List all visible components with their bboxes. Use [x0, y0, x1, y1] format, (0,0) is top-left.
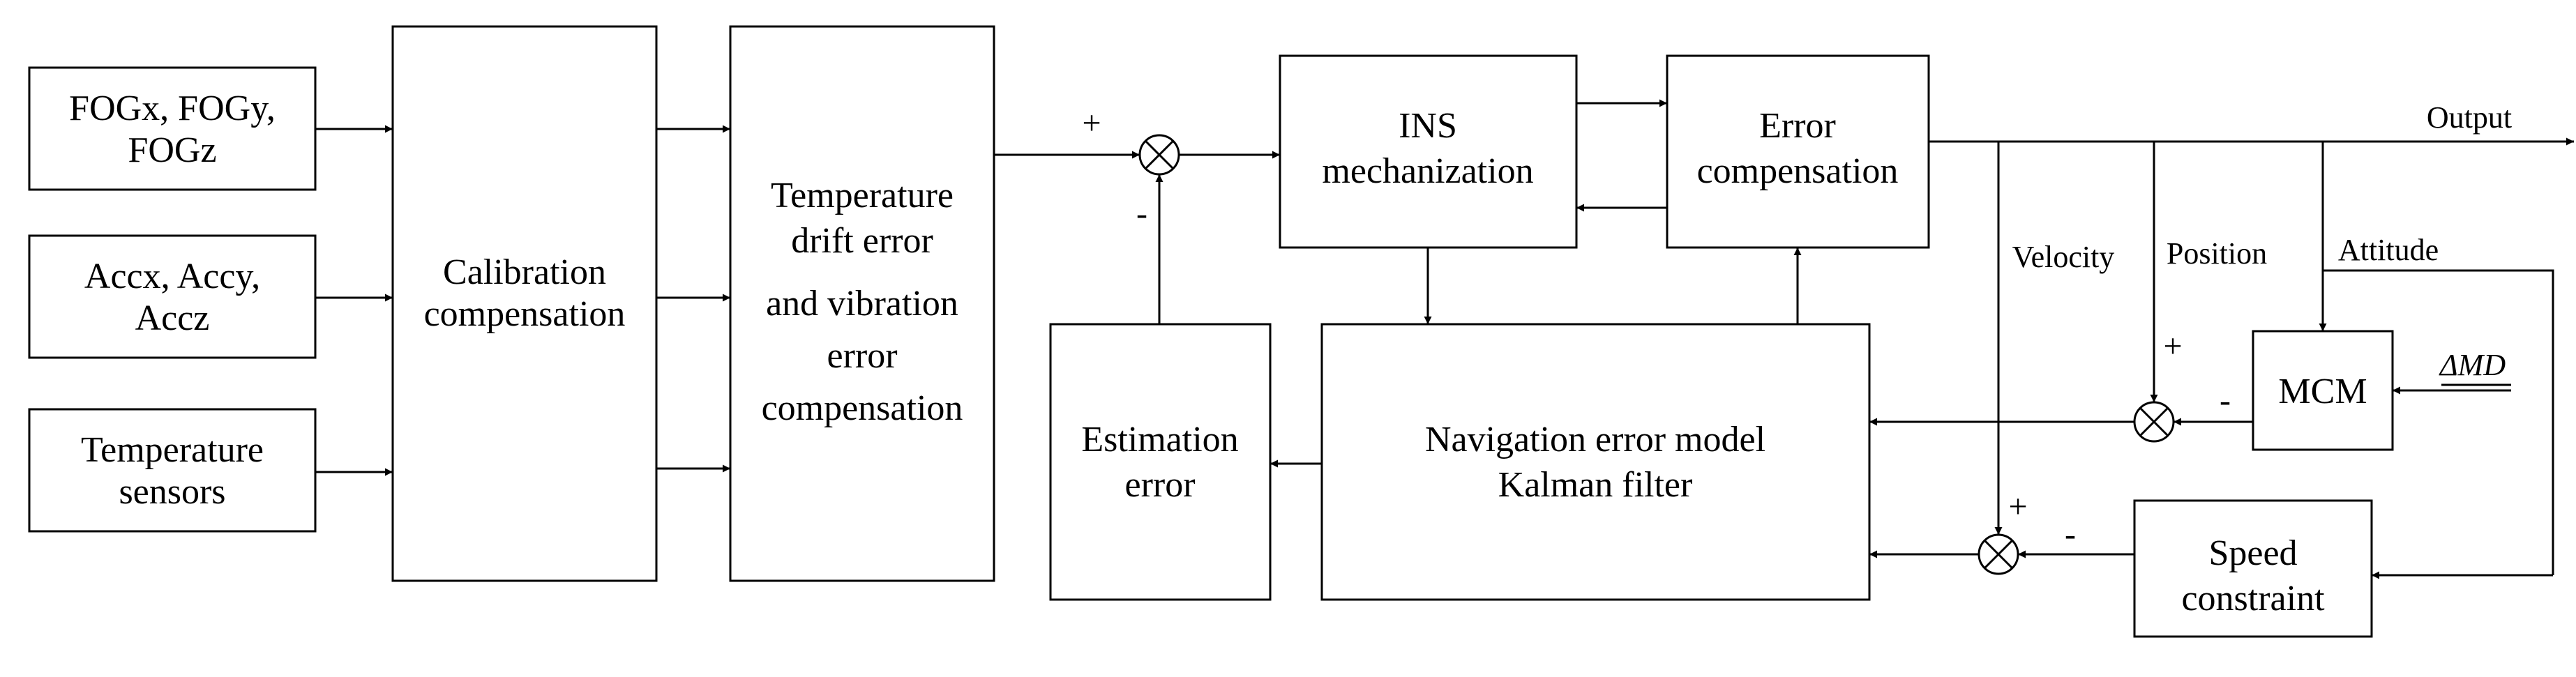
minus-sign-position: - [2220, 382, 2231, 419]
plus-sign-position: + [2163, 328, 2182, 365]
attitude-branch-line [2323, 269, 2554, 575]
temp-drift-line5: compensation [762, 388, 963, 428]
error-comp-line1: Error [1759, 106, 1836, 146]
kalman-line2: Kalman filter [1498, 465, 1693, 505]
kalman-filter-block: Navigation error model Kalman filter [1320, 323, 1871, 601]
delta-md-label: ΔMD [2439, 348, 2506, 382]
summing-junction-velocity [1978, 533, 2019, 575]
summing-junction-top [1138, 134, 1180, 176]
plus-sign-velocity: + [2008, 488, 2027, 525]
fog-label-line1: FOGx, FOGy, [69, 89, 276, 128]
temperature-sensors-block: Temperature sensors [28, 408, 317, 533]
temperature-drift-compensation-block: Temperature drift error and vibration er… [729, 25, 995, 582]
ins-line2: mechanization [1322, 151, 1533, 191]
estimation-line1: Estimation [1081, 420, 1238, 459]
position-label: Position [2167, 236, 2267, 271]
fog-block: FOGx, FOGy, FOGz [28, 66, 317, 191]
error-compensation-block: Error compensation [1666, 54, 1930, 249]
velocity-label: Velocity [2012, 240, 2115, 274]
acc-label-line1: Accx, Accy, [84, 257, 260, 296]
calibration-compensation-block: Calibration compensation [391, 25, 658, 582]
speed-line1: Speed [2208, 533, 2297, 573]
summing-junction-position [2133, 401, 2175, 443]
speed-constraint-block: Speed constraint [2133, 499, 2373, 638]
acc-block: Accx, Accy, Accz [28, 234, 317, 359]
acc-label-line2: Accz [135, 298, 210, 338]
temp-drift-line3: and vibration [766, 284, 958, 324]
connections [315, 99, 2574, 579]
plus-sign-top: + [1082, 105, 1101, 142]
temperature-sensors-line1: Temperature [81, 430, 264, 470]
calibration-line2: compensation [424, 294, 626, 334]
temp-drift-line1: Temperature [771, 176, 954, 215]
mcm-block: MCM [2252, 330, 2394, 451]
temp-drift-line2: drift error [791, 221, 933, 261]
minus-sign-velocity: - [2065, 516, 2076, 553]
error-comp-line2: compensation [1697, 151, 1899, 191]
temperature-sensors-line2: sensors [119, 472, 225, 512]
attitude-label: Attitude [2338, 233, 2439, 267]
ins-mechanization-block: INS mechanization [1279, 54, 1578, 249]
calibration-line1: Calibration [443, 252, 606, 292]
temp-drift-line4: error [827, 336, 897, 376]
fog-label-line2: FOGz [128, 130, 216, 170]
minus-sign-top: - [1136, 195, 1147, 232]
estimation-error-block: Estimation error [1049, 323, 1272, 601]
speed-line2: constraint [2181, 579, 2325, 618]
mcm-label: MCM [2278, 372, 2367, 411]
kalman-line1: Navigation error model [1425, 420, 1765, 459]
output-label: Output [2427, 100, 2512, 135]
ins-line1: INS [1399, 106, 1457, 146]
estimation-line2: error [1124, 465, 1195, 505]
